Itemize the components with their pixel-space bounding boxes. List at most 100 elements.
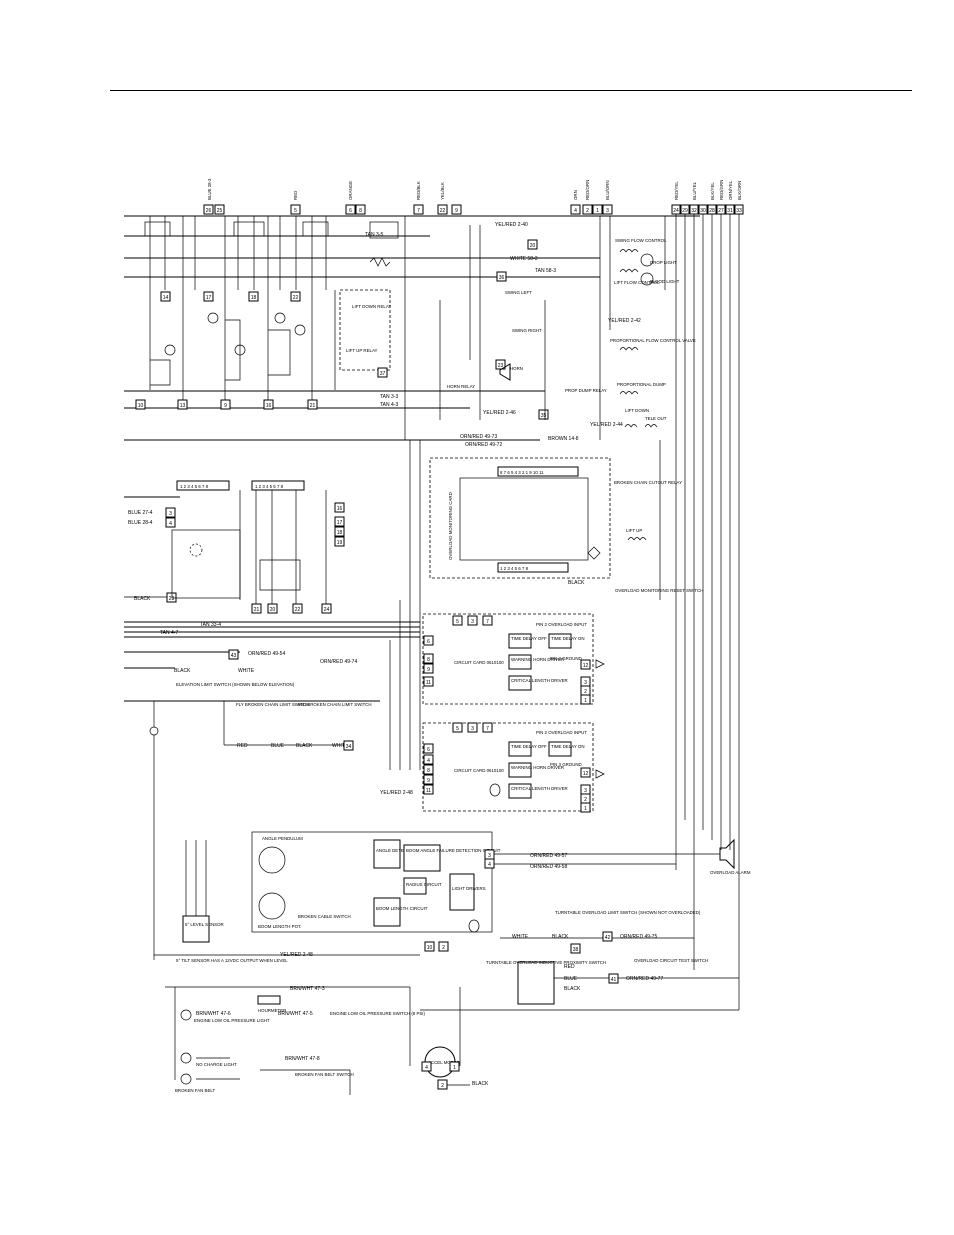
svg-text:TURNTABLE OVERLOAD LIMIT SWITC: TURNTABLE OVERLOAD LIMIT SWITCH (SHOWN N… [555, 910, 701, 915]
svg-text:BLUE 28-4: BLUE 28-4 [128, 520, 153, 526]
svg-text:BLU/ORN: BLU/ORN [605, 180, 610, 200]
svg-text:9: 9 [455, 208, 458, 214]
svg-text:BROKEN FAN BELT SWITCH: BROKEN FAN BELT SWITCH [295, 1072, 354, 1077]
svg-text:LIFT UP RELAY: LIFT UP RELAY [346, 348, 378, 353]
svg-text:TIME DELAY OFF: TIME DELAY OFF [511, 636, 547, 641]
svg-text:43: 43 [231, 653, 237, 659]
label-yel-red-2-40: YEL/RED 2-40 [495, 222, 528, 228]
svg-text:BOOM LENGTH POT.: BOOM LENGTH POT. [258, 924, 301, 929]
svg-text:BROWN 14-8: BROWN 14-8 [548, 436, 579, 442]
label-tan-3-3: TAN 3-3 [380, 394, 398, 400]
svg-text:12: 12 [583, 663, 589, 669]
svg-text:22: 22 [440, 208, 446, 214]
tilt-sensor-area: 5° LEVEL SENSOR 5° TILT SENSOR HAS A 12V… [154, 840, 420, 963]
svg-text:13: 13 [180, 403, 186, 409]
svg-text:OVERLOAD CIRCUIT TEST SWITCH: OVERLOAD CIRCUIT TEST SWITCH [634, 958, 708, 963]
svg-text:FLY BROKEN CHAIN LIMIT SWITCH: FLY BROKEN CHAIN LIMIT SWITCH [236, 702, 309, 707]
svg-text:26: 26 [206, 208, 212, 214]
svg-text:CIRCUIT CARD 0610100: CIRCUIT CARD 0610100 [454, 660, 504, 665]
svg-text:BLU/YEL: BLU/YEL [692, 181, 697, 200]
turntable-overload: TURNTABLE OVERLOAD LIMIT SWITCH (SHOWN N… [486, 910, 739, 1005]
valve-labels: SWING FLOW CONTROL LIFT FLOW CONTROL PRO… [565, 216, 696, 440]
svg-text:HOURMETER: HOURMETER [258, 1008, 286, 1013]
svg-text:BROKEN CABLE SWITCH: BROKEN CABLE SWITCH [298, 914, 351, 919]
svg-text:SWING RIGHT: SWING RIGHT [512, 328, 542, 333]
svg-text:OVERLOAD ALARM: OVERLOAD ALARM [710, 870, 751, 875]
svg-text:PIN 3 GROUND: PIN 3 GROUND [550, 656, 582, 661]
svg-text:3: 3 [606, 208, 609, 214]
bus-lines [124, 215, 700, 702]
svg-text:PIN 2 OVERLOAD INPUT: PIN 2 OVERLOAD INPUT [536, 622, 587, 627]
svg-text:10: 10 [427, 945, 433, 951]
svg-text:PIN 3 GROUND: PIN 3 GROUND [550, 762, 582, 767]
svg-text:ACCEL MOTOR: ACCEL MOTOR [428, 1060, 460, 1065]
svg-text:LIFT UP: LIFT UP [626, 528, 642, 533]
svg-text:3: 3 [488, 853, 491, 859]
svg-text:23: 23 [169, 596, 175, 602]
svg-text:21: 21 [310, 403, 316, 409]
svg-text:16: 16 [266, 403, 272, 409]
svg-text:25: 25 [217, 208, 223, 214]
svg-text:ORN/RED 49-54: ORN/RED 49-54 [248, 651, 285, 657]
svg-text:BOOM ANGLE FAILURE DETECTION C: BOOM ANGLE FAILURE DETECTION CIRCUIT [406, 848, 501, 853]
svg-text:PROPORTIONAL DUMP: PROPORTIONAL DUMP [617, 382, 666, 387]
label-yel-red-2-46: YEL/RED 2-46 [483, 410, 516, 416]
svg-text:22: 22 [293, 295, 299, 301]
svg-text:4: 4 [425, 1065, 428, 1071]
svg-text:1: 1 [584, 698, 587, 704]
svg-text:1: 1 [453, 1065, 456, 1071]
svg-text:7: 7 [486, 619, 489, 625]
svg-text:LIGHT DRIVERS: LIGHT DRIVERS [452, 886, 486, 891]
svg-text:RED: RED [293, 191, 298, 200]
label-yel-red-2-44: YEL/RED 2-44 [590, 422, 623, 428]
svg-text:6: 6 [427, 639, 430, 645]
svg-text:33: 33 [736, 208, 742, 214]
svg-text:PROP DUMP RELAY: PROP DUMP RELAY [565, 388, 607, 393]
svg-text:ORN/RED 49-57: ORN/RED 49-57 [530, 853, 567, 859]
svg-text:SWING FLOW CONTROL: SWING FLOW CONTROL [615, 238, 667, 243]
label-tan-3-5: TAN 3-5 [365, 232, 383, 238]
label-tan-4-3: TAN 4-3 [380, 402, 398, 408]
svg-text:BLACK: BLACK [552, 934, 569, 940]
svg-text:20: 20 [270, 607, 276, 613]
svg-text:1 2 3 4 5 6 7 8: 1 2 3 4 5 6 7 8 [255, 484, 284, 489]
svg-text:ORN: ORN [573, 190, 578, 200]
svg-text:BLUE: BLUE [564, 976, 578, 982]
svg-text:11: 11 [426, 788, 431, 794]
svg-text:TIME DELAY OFF: TIME DELAY OFF [511, 744, 547, 749]
svg-text:19: 19 [337, 540, 343, 546]
left-relay-bank: 14 17 18 22 10 13 9 16 21 [135, 216, 327, 410]
circuit-card-1: 5 3 7 6 8 9 11 TIME DELAY OFF TIME DELAY… [422, 613, 605, 705]
svg-text:RED/YEL: RED/YEL [674, 181, 679, 200]
svg-text:ORN/RED 49-75: ORN/RED 49-75 [620, 934, 657, 940]
svg-text:21: 21 [254, 607, 260, 613]
svg-text:ORANGE: ORANGE [348, 181, 353, 200]
svg-text:OVERLOAD MONITORING CARD: OVERLOAD MONITORING CARD [448, 492, 453, 560]
svg-text:PIN 2 OVERLOAD INPUT: PIN 2 OVERLOAD INPUT [536, 730, 587, 735]
svg-text:4: 4 [574, 208, 577, 214]
svg-text:9: 9 [427, 667, 430, 673]
swing-horn-area: 20 36 SWING LEFT SWING RIGHT HORN RELAY … [439, 225, 549, 420]
svg-text:4: 4 [488, 862, 491, 868]
svg-text:LIFT DOWN RELAY: LIFT DOWN RELAY [352, 304, 391, 309]
svg-text:WHITE: WHITE [238, 668, 255, 674]
svg-text:1: 1 [584, 806, 587, 812]
svg-text:BRN/WHT 47-3: BRN/WHT 47-3 [290, 986, 325, 992]
svg-text:WARNING HORN DRIVER: WARNING HORN DRIVER [511, 657, 564, 662]
svg-text:BLK/YEL: BLK/YEL [710, 182, 715, 200]
svg-text:3: 3 [169, 511, 172, 517]
svg-text:11: 11 [426, 680, 431, 686]
svg-text:1 2 3 4 5 6 7 8: 1 2 3 4 5 6 7 8 [500, 566, 529, 571]
svg-text:32: 32 [691, 208, 697, 214]
svg-text:ENGINE LOW OIL PRESSURE LIGHT: ENGINE LOW OIL PRESSURE LIGHT [194, 1018, 270, 1023]
svg-text:LIFT DOWN: LIFT DOWN [625, 408, 649, 413]
svg-text:BRN/WHT 47-6: BRN/WHT 47-6 [196, 1011, 231, 1017]
svg-text:LIFT FLOW CONTROL: LIFT FLOW CONTROL [614, 280, 660, 285]
svg-text:ELEVATION LIMIT SWITCH (SHOWN: ELEVATION LIMIT SWITCH (SHOWN BELOW ELEV… [176, 682, 295, 687]
svg-text:ORN/RED 49-77: ORN/RED 49-77 [626, 976, 663, 982]
svg-text:BLACK: BLACK [296, 743, 313, 749]
svg-text:2: 2 [584, 797, 587, 803]
svg-text:HORN: HORN [510, 366, 523, 371]
svg-text:4: 4 [169, 521, 172, 527]
svg-text:BLACK: BLACK [174, 668, 191, 674]
